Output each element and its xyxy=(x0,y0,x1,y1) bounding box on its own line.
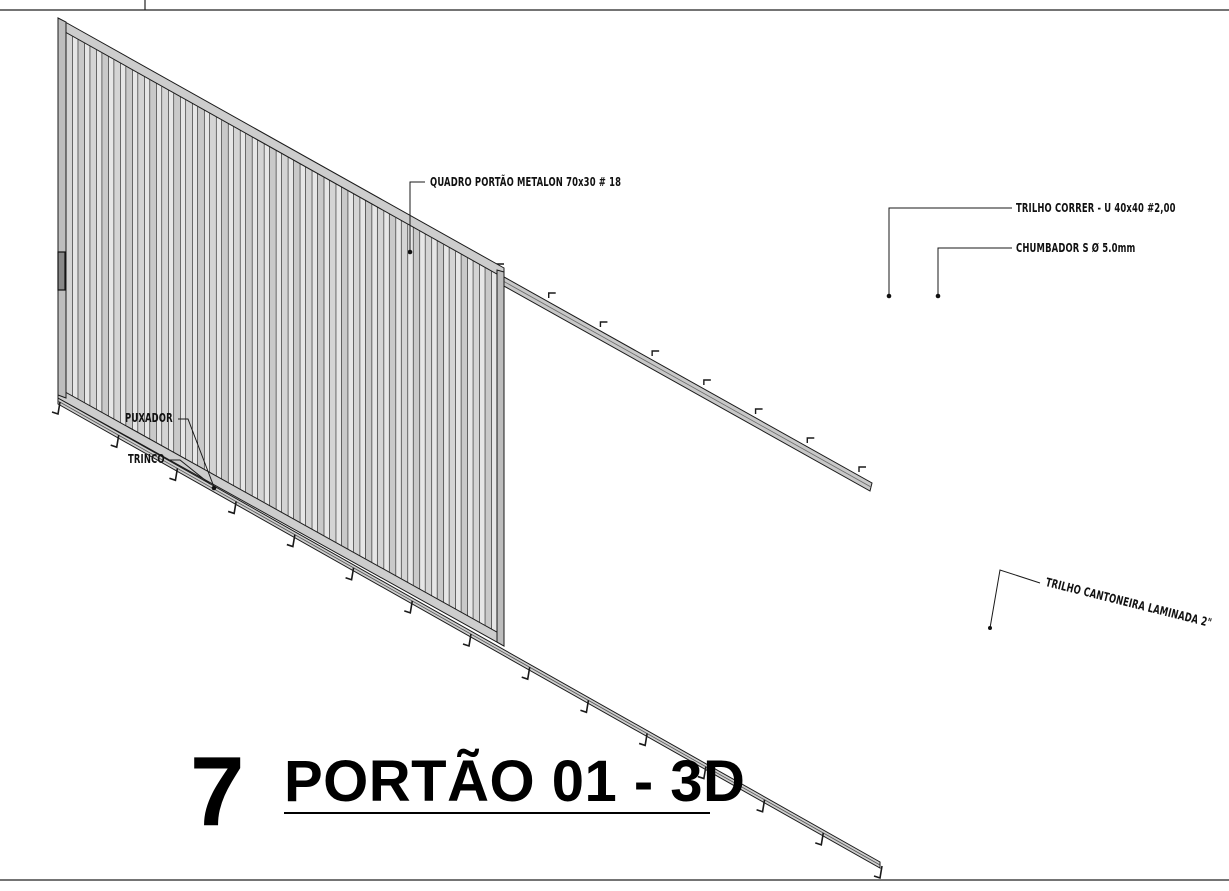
gate-slats xyxy=(65,24,492,635)
gate-slat xyxy=(197,99,205,476)
gate-slat xyxy=(125,58,133,436)
angle-rail-anchor xyxy=(110,435,120,449)
gate-slat xyxy=(353,187,361,562)
gate-slat xyxy=(209,106,217,483)
gate-slat xyxy=(89,38,97,416)
gate-slat xyxy=(376,200,385,576)
gate-slat xyxy=(77,31,85,410)
gate-slat xyxy=(173,85,181,463)
gate-slat xyxy=(257,133,265,509)
title-underline xyxy=(284,812,710,814)
gate-slat xyxy=(484,261,492,635)
gate-slat xyxy=(341,180,349,556)
gate-slat xyxy=(317,167,325,542)
gate-slat xyxy=(460,248,468,622)
leader-dots xyxy=(211,249,992,630)
angle-rail-anchors xyxy=(51,401,883,880)
gate-panel xyxy=(57,17,505,647)
angle-rail-anchor xyxy=(697,766,707,780)
angle-rail-anchor xyxy=(756,799,766,813)
sliding-rail-label: TRILHO CORRER - U 40x40 #2,00 xyxy=(1016,201,1176,215)
handle-icon xyxy=(57,251,66,291)
frame-label: QUADRO PORTÃO METALON 70x30 # 18 xyxy=(430,175,622,189)
gate-slat xyxy=(137,65,145,443)
angle-rail-anchor xyxy=(345,567,355,581)
angle-rail xyxy=(57,397,881,869)
angle-rail-anchor xyxy=(462,633,472,648)
sliding-rail-anchor xyxy=(858,466,866,472)
angle-rail-anchor xyxy=(580,700,590,714)
gate-slat xyxy=(233,119,241,496)
gate-slat xyxy=(388,207,397,582)
sliding-rail-anchor xyxy=(651,350,660,356)
gate-slat xyxy=(245,126,253,503)
gate-slat xyxy=(281,146,289,522)
sliding-rail-anchor xyxy=(754,408,763,414)
angle-rail-anchor xyxy=(404,600,414,614)
gate-slat xyxy=(101,45,109,423)
drawing-title: PORTÃO 01 - 3D xyxy=(284,749,746,814)
leader-lines xyxy=(170,181,1041,629)
sliding-rail-anchor xyxy=(599,321,608,327)
gate-slat xyxy=(400,214,409,589)
angle-rail-anchor xyxy=(521,667,531,681)
gate-slat xyxy=(221,112,229,489)
angle-rail-anchor xyxy=(286,534,296,548)
angle-rail-anchor xyxy=(51,401,61,416)
latch-label: TRINCO xyxy=(128,452,165,466)
sliding-rail-anchor xyxy=(548,292,556,298)
gate-slat xyxy=(329,173,337,549)
angle-rail-anchor xyxy=(169,468,179,482)
gate-slat xyxy=(436,234,445,609)
sliding-rail-anchor xyxy=(703,379,711,385)
gate-slat xyxy=(161,79,169,456)
angle-rail-anchor xyxy=(638,733,648,747)
gate-slat xyxy=(412,221,421,595)
gate-slat xyxy=(448,241,456,615)
gate-slat xyxy=(65,24,73,403)
gate-slat xyxy=(293,153,301,529)
gate-slat xyxy=(365,194,373,569)
sliding-rail-anchor xyxy=(806,437,815,443)
handle-label: PUXADOR xyxy=(125,411,173,425)
gate-slat xyxy=(185,92,193,469)
sliding-rail-anchors xyxy=(496,263,866,472)
angle-rail-anchor xyxy=(873,865,883,880)
gate-slat xyxy=(424,228,433,602)
sliding-rail xyxy=(485,267,873,492)
gate-slat xyxy=(269,139,277,516)
gate-slat xyxy=(149,72,157,449)
angle-rail-anchor xyxy=(227,501,237,515)
gate-slat xyxy=(305,160,313,536)
drawing-number: 7 xyxy=(190,736,245,846)
anchor-label: CHUMBADOR S Ø 5.0mm xyxy=(1016,241,1136,255)
angle-rail-anchor xyxy=(815,832,825,846)
gate-slat xyxy=(472,255,480,629)
gate-slat xyxy=(113,51,121,430)
